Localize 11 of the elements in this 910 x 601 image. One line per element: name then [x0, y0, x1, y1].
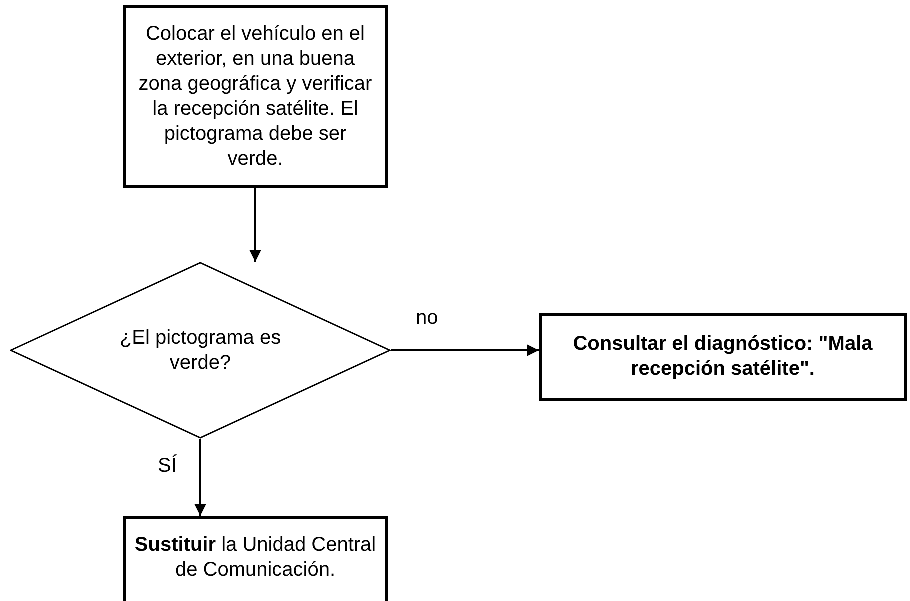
node-text: Sustituir la Unidad Central de Comunicación.	[134, 533, 378, 583]
process-box	[539, 313, 907, 401]
node-text: Consultar el diagnóstico: "Mala recepción satélite".	[572, 332, 874, 382]
process-box	[123, 5, 388, 188]
node-text: Colocar el vehículo en el exterior, en una buena zona geográfica y verificar la recepción satélite. El pictograma debe ser verde.	[138, 22, 374, 172]
arrow	[194, 439, 206, 516]
node-text: ¿El pictograma es verde?	[118, 326, 282, 376]
arrow	[250, 188, 262, 262]
decision-diamond	[10, 262, 391, 439]
process-box	[123, 516, 388, 601]
arrow	[391, 344, 539, 356]
